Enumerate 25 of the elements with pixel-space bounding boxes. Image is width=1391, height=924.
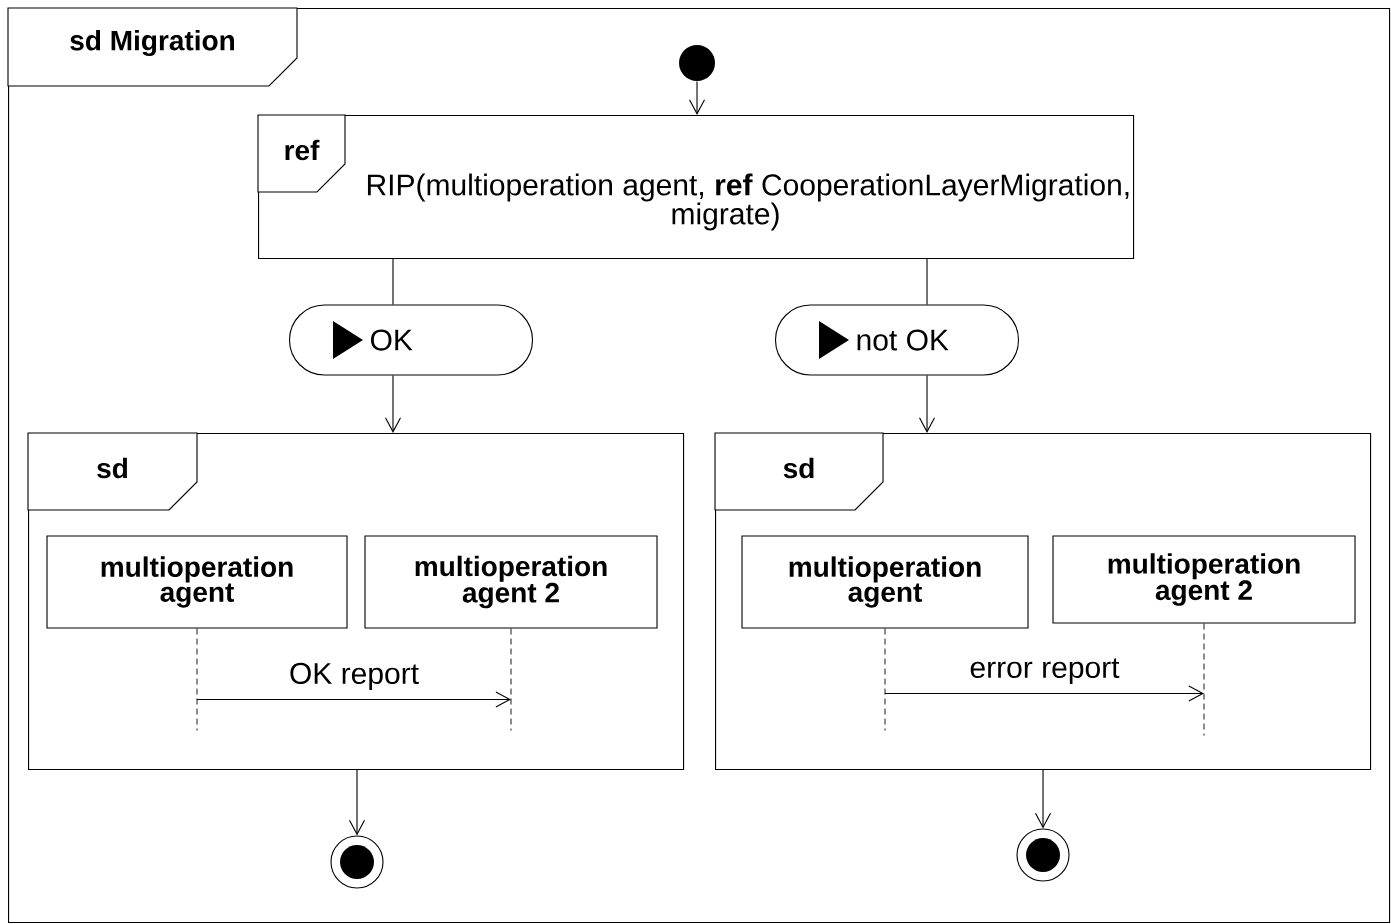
lifeline-box: multioperation agent: [46, 535, 348, 629]
edge-label: OK report: [287, 661, 421, 691]
arrow: [1034, 769, 1052, 829]
lifeline-box: multioperation agent: [741, 535, 1029, 629]
final-node: [330, 835, 384, 889]
connector: [392, 258, 394, 305]
lifeline-box: multioperation agent 2: [1052, 535, 1356, 624]
frame-tab: sd Migration: [7, 7, 298, 87]
arrow: [688, 81, 706, 115]
arrow: [918, 375, 936, 433]
message-arrow: [884, 685, 1204, 702]
edge-label: error report: [968, 657, 1121, 685]
initial-node: [679, 45, 715, 81]
arrow: [384, 375, 402, 433]
message-arrow: [196, 691, 511, 708]
frame-tab: ref: [257, 114, 346, 193]
frame-tab: sd: [714, 432, 884, 511]
guard-box: not OK: [774, 304, 1020, 376]
guard-box: OK: [288, 304, 534, 376]
frame-tab: sd: [27, 432, 198, 511]
lifeline-box: multioperation agent 2: [364, 535, 658, 629]
reference-text: RIP(multioperation agent, ref CooperationLayerMigration, migrate): [367, 173, 1129, 231]
arrow: [348, 769, 366, 836]
final-node: [1016, 828, 1070, 882]
connector: [926, 258, 928, 305]
